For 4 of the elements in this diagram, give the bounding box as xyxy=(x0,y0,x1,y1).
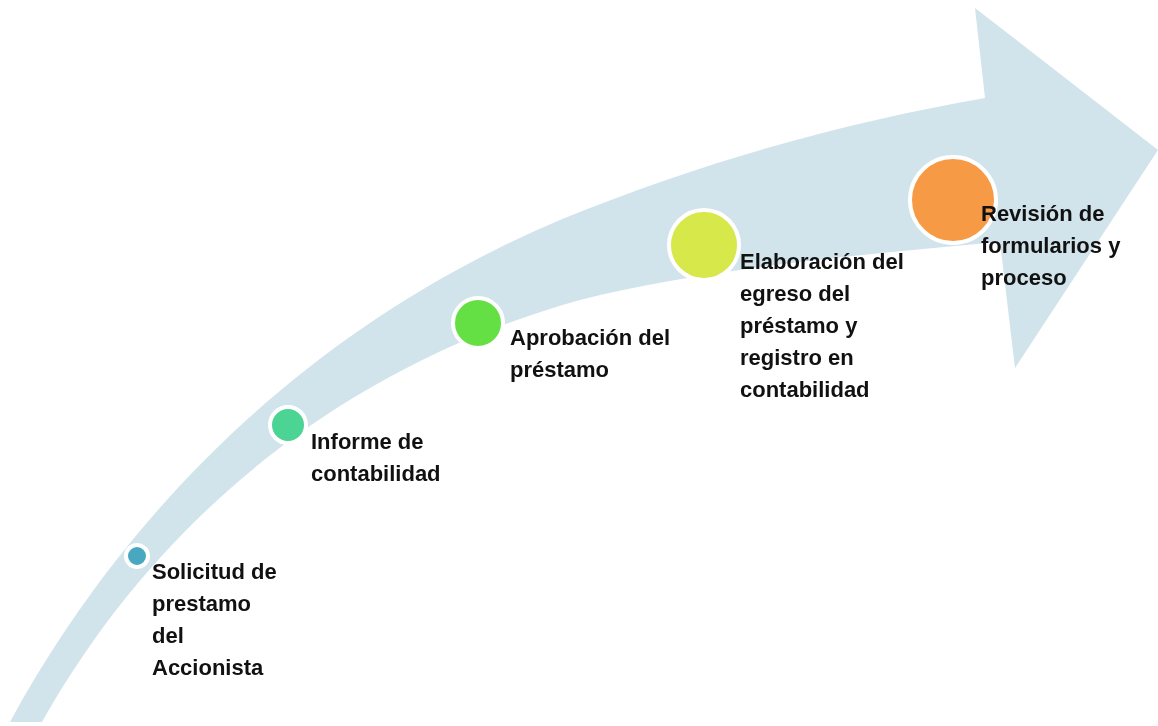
step-label: Aprobación del préstamo xyxy=(510,324,672,384)
step-label: Informe de contabilidad xyxy=(311,428,442,488)
step-label: Solicitud de prestamo del Accionista xyxy=(152,558,278,682)
step-label: Elaboración del egreso del préstamo y registro en contabilidad xyxy=(740,248,905,404)
